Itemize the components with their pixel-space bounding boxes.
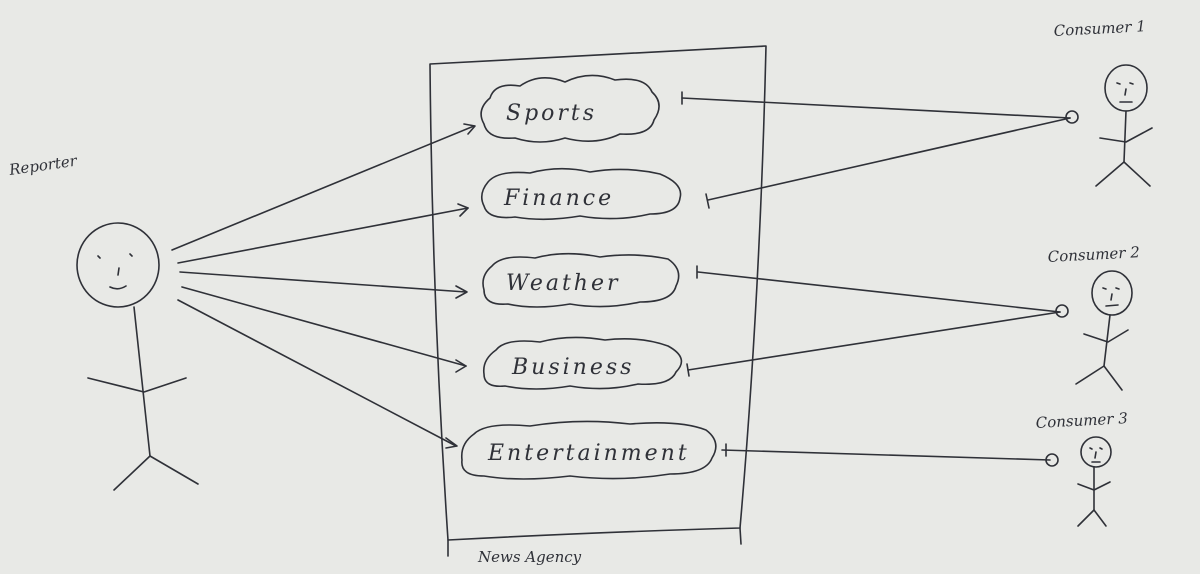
actor-legs [1077,509,1107,527]
actor-legs [113,455,199,491]
arrowhead [455,285,468,299]
connector-line [177,207,469,264]
actor-face [1089,447,1103,463]
actor-body [1123,110,1127,163]
connector-line [181,286,467,367]
use-case-label: Weather [506,271,621,296]
connector-line [681,97,1071,119]
arrowhead [463,123,476,135]
actor-body [133,306,151,457]
actor-face [1116,82,1134,103]
actor-body [1103,314,1111,367]
connection-endpoint [1045,453,1059,467]
use-case-label: Entertainment [487,441,690,466]
connection-endpoint [1055,304,1069,318]
actor-arms [1083,329,1129,343]
use-case-sports: Sports [480,74,660,143]
use-case-business: Business [482,336,683,390]
consumer1-actor [1095,64,1153,187]
consumer-connections [681,91,1071,461]
connector-line [707,117,1071,201]
system-label: News Agency [477,548,582,566]
actor-head [1091,270,1133,316]
use-case-finance: Finance [480,167,682,221]
connector-line [171,125,475,251]
consumer2-label: Consumer 2 [1047,243,1140,266]
reporter-actor [76,222,199,491]
actor-arms [1077,481,1111,491]
arrowhead [455,359,467,373]
connector-line [177,299,457,447]
actor-face [1102,287,1120,307]
consumer3-label: Consumer 3 [1035,409,1128,432]
system-boundary [429,45,767,557]
actor-face [97,253,133,290]
consumer2-actor [1075,270,1133,391]
line-end-tick [705,193,710,209]
actor-arms [1099,127,1153,143]
actor-legs [1075,365,1123,391]
use-case-weather: Weather [482,252,680,308]
connection-endpoint [1065,110,1079,124]
use-case-label: Sports [506,101,597,126]
use-case-label: Business [511,355,634,380]
arrowhead [445,437,458,449]
use-case-entertainment: Entertainment [460,420,717,480]
actor-legs [1095,161,1151,187]
actor-head [1080,436,1112,468]
actor-arms [87,377,187,393]
connector-line [687,311,1061,371]
arrowhead [457,203,469,217]
line-end-tick [686,363,690,377]
connector-line [179,271,467,293]
connector-line [697,271,1061,313]
use-case-label: Finance [503,186,614,211]
connector-line [721,449,1051,461]
consumer1-label: Consumer 1 [1053,17,1146,40]
actor-head [76,222,160,308]
consumer3-actor [1077,436,1112,527]
reporter-connections [171,123,476,449]
